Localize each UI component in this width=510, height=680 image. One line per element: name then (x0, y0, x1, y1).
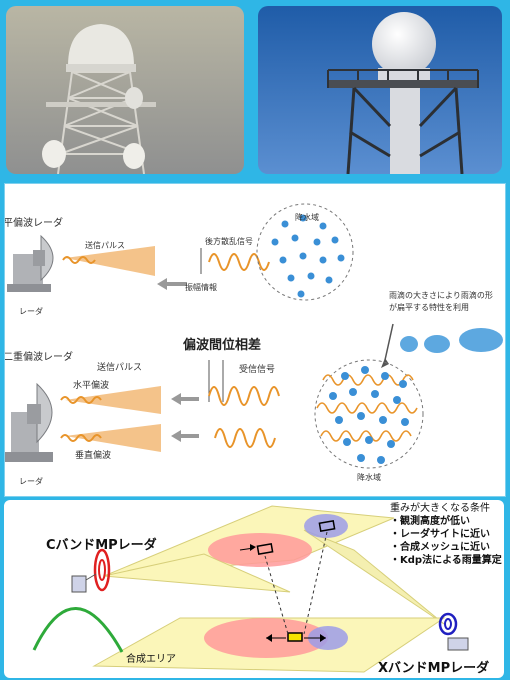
x-band-ellipse-upper (304, 514, 348, 538)
conditions-title: 重みが大きくなる条件 (390, 503, 490, 514)
c-band-label: CバンドMPレーダ (46, 538, 157, 553)
condition-item: ・観測高度が低い (390, 516, 470, 527)
radar-tower-photo (6, 6, 244, 174)
condition-item: ・合成メッシュに近い (390, 542, 490, 553)
radar-label-lower: レーダ (19, 477, 43, 486)
c-band-radar-icon (71, 548, 111, 593)
tx-beam-v (65, 424, 161, 452)
single-pol-radar-icon (7, 234, 54, 292)
tx-wave-upper (62, 256, 96, 264)
condition-item: ・レーダサイトに近い (390, 529, 490, 540)
rx-wave-v (214, 428, 276, 448)
condition-item: ・Kdp法による雨量算定 (390, 555, 502, 566)
droplets-upper (271, 214, 345, 298)
c-band-beam-lower (103, 553, 291, 593)
droplet-note-line1: 雨滴の大きさにより雨滴の形 (389, 291, 493, 300)
tx-beam-h (65, 386, 161, 414)
v-pol-label: 垂直偏波 (75, 451, 112, 461)
composite-radar-diagram: CバンドMPレーダ XバンドMPレーダ 合成エリア 重みが大きくなる条件 ・観測… (4, 500, 504, 678)
tx-pulse-label2: 送信パルス (97, 363, 143, 373)
x-band-radar-icon (438, 612, 469, 651)
radar-dome-photo-icon (258, 6, 502, 174)
droplet-note-line2: が扁平する特性を利用 (389, 303, 469, 312)
composite-illustration (32, 505, 469, 673)
x-band-label: XバンドMPレーダ (378, 661, 490, 676)
backscatter-wave (208, 253, 270, 271)
tx-beam-upper (65, 246, 155, 276)
backscatter-label: 後方散乱信号 (205, 237, 253, 246)
polarization-illustration (5, 203, 503, 469)
radar-label-upper: レーダ (19, 307, 43, 316)
tx-pulse-label: 送信パルス (85, 241, 125, 250)
polarization-diagram: 平偏波レーダ 送信パルス 後方散乱信号 振幅情報 降水域 レーダ 雨滴の大きさに… (4, 183, 506, 497)
x-band-ellipse-lower (308, 626, 348, 650)
radar-dome-photo (258, 6, 502, 174)
amplitude-label: 振幅情報 (185, 283, 217, 292)
phase-diff-title: 偏波間位相差 (183, 338, 262, 353)
precip-area-upper (256, 203, 354, 301)
tx-wave-h (60, 396, 102, 404)
precip-area-label-lower: 降水域 (357, 473, 381, 482)
conditions-box: 重みが大きくなる条件 ・観測高度が低い ・レーダサイトに近い ・合成メッシュに近… (390, 502, 502, 567)
droplets-lower (329, 366, 409, 464)
droplet-shape-row (400, 328, 503, 353)
composite-area-label: 合成エリア (126, 654, 176, 665)
single-pol-title: 平偏波レーダ (4, 218, 63, 229)
precip-area-lower (314, 359, 424, 469)
dual-pol-title: 二重偏波レーダ (4, 352, 73, 363)
terrain-hill (32, 607, 124, 653)
h-pol-label: 水平偏波 (73, 381, 110, 391)
x-band-beam (303, 529, 445, 625)
c-band-ellipse-upper (208, 533, 312, 567)
rx-wave-h (208, 386, 280, 406)
radar-tower-photo-icon (6, 6, 244, 174)
precip-waves-lower (316, 374, 418, 442)
rx-signal-label: 受信信号 (239, 365, 276, 375)
dual-pol-radar-icon (5, 382, 53, 462)
precip-area-label-upper: 降水域 (295, 213, 319, 222)
tx-wave-v (60, 434, 102, 442)
